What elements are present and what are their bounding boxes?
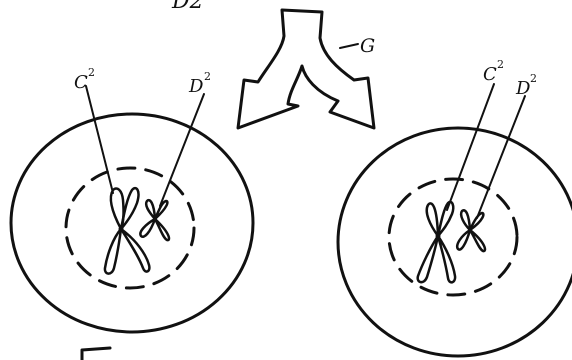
left-c2-pointer-line xyxy=(86,86,113,193)
right-d-superscript: 2 xyxy=(530,72,537,85)
left-cell-membrane xyxy=(11,114,253,332)
split-arrow xyxy=(238,10,374,128)
arrow-g-pointer-line xyxy=(340,44,358,48)
left-cell: C 2 D 2 xyxy=(11,66,253,332)
right-chromosome-d2 xyxy=(457,210,485,251)
right-cell-membrane xyxy=(338,128,572,356)
left-d2-pointer-line xyxy=(160,94,204,206)
left-c-label: C xyxy=(74,72,88,93)
right-d-label: D xyxy=(515,78,531,99)
left-nuclear-envelope xyxy=(66,168,194,288)
bottom-partial-shape xyxy=(82,348,110,360)
right-chromosome-c2 xyxy=(418,202,455,283)
left-d-superscript: 2 xyxy=(204,70,211,83)
left-chromosome-d2 xyxy=(140,200,169,240)
left-c-superscript: 2 xyxy=(88,66,95,79)
right-c-superscript: 2 xyxy=(497,58,504,71)
arrow-g-label: G xyxy=(360,35,375,57)
left-d-label: D xyxy=(188,76,204,97)
right-cell: C 2 D 2 xyxy=(338,58,572,356)
top-partial-label: D2 xyxy=(171,0,204,14)
right-c-label: C xyxy=(483,64,497,85)
